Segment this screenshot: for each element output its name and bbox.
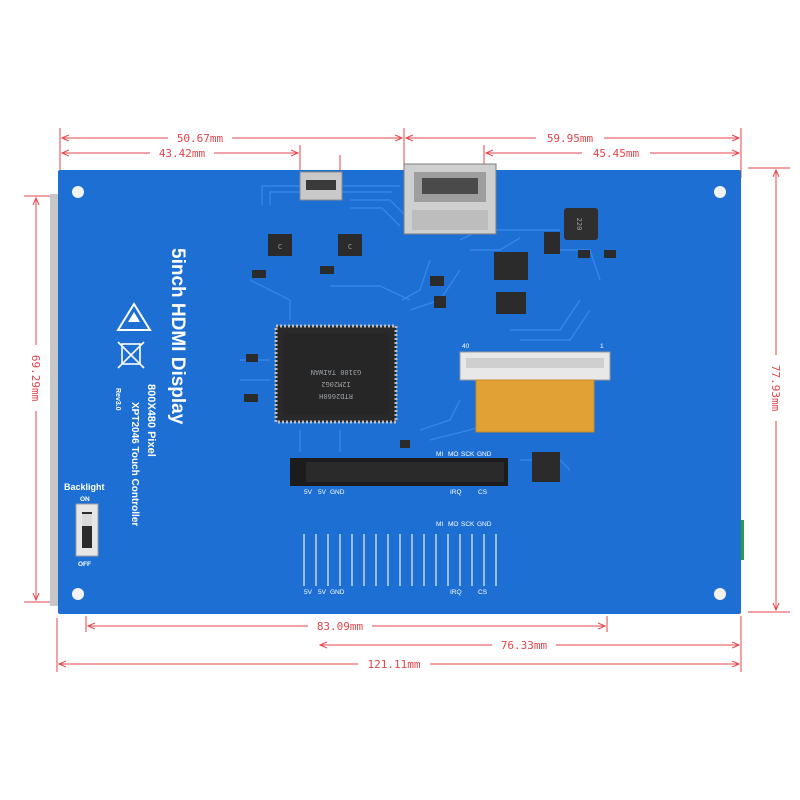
dim-bottom-total: 121.11mm [368,658,421,671]
fpc-pin-left-label: 40 [462,343,470,350]
svg-text:CS: CS [478,489,488,496]
svg-text:MO: MO [448,521,458,528]
svg-text:GND: GND [330,589,345,596]
gpio-header-labels: MI MO SCK GND 5V 5V GND IRQ CS [304,451,492,496]
switch-off-label: OFF [78,561,91,568]
backlight-switch: Backlight ON OFF [64,482,105,568]
svg-text:C: C [348,243,352,251]
board-revision: Rev3.0 [114,388,121,411]
capacitor-1: C [268,234,292,256]
svg-text:IRQ: IRQ [450,489,462,496]
dim-bottom-inner: 83.09mm [317,620,364,633]
svg-text:GND: GND [477,451,492,458]
svg-text:220: 220 [575,218,583,231]
board-resolution: 800X480 Pixel [145,384,157,457]
fpc-connector: 40 1 [459,343,611,433]
dim-left-height: 69.29mm [29,355,42,402]
mounting-holes [72,186,726,600]
dim-bottom-right: 76.33mm [501,639,548,652]
esd-warning-icon [116,302,152,331]
hdmi-port [403,163,497,235]
dim-top-inner: 43.42mm [159,147,206,160]
gpio-header [290,458,508,486]
svg-text:MI: MI [436,451,443,458]
weee-bin-icon [117,341,145,369]
svg-text:GND: GND [477,521,492,528]
svg-text:G3100 TAIWAN: G3100 TAIWAN [311,368,362,376]
svg-text:5V: 5V [304,489,313,496]
dim-top-outer: 50.67mm [177,132,224,145]
fpc-pin-right-label: 1 [600,343,604,350]
svg-text:SCK: SCK [461,521,475,528]
pcb-board [58,170,741,614]
small-components [244,232,616,482]
dim-right-height: 77.93mm [769,365,782,412]
svg-text:SCK: SCK [461,451,475,458]
board-controller: XPT2046 Touch Controller [129,402,140,526]
header-footprint [303,534,497,586]
svg-text:5V: 5V [304,589,313,596]
inductor: 220 [564,208,598,240]
svg-text:I2M20G2: I2M20G2 [321,380,351,388]
main-controller-chip: RTD2660H I2M20G2 G3100 TAIWAN [274,324,398,424]
svg-text:5V: 5V [318,589,327,596]
capacitor-2: C [338,234,362,256]
board-title: 5inch HDMI Display [167,248,188,425]
svg-text:C: C [278,243,282,251]
header-footprint-labels: MI MO SCK GND 5V 5V GND IRQ CS [304,521,492,596]
display-panel-edge [50,194,60,606]
dim-top-right-outer: 59.95mm [547,132,594,145]
svg-text:GND: GND [330,489,345,496]
board-silkscreen-text: 5inch HDMI Display 800X480 Pixel XPT2046… [114,248,188,526]
backlight-label: Backlight [64,482,105,492]
dim-top-right-inner: 45.45mm [593,147,640,160]
micro-usb-port [299,171,343,201]
svg-text:RTD2660H: RTD2660H [319,392,353,400]
svg-text:5V: 5V [318,489,327,496]
svg-text:MI: MI [436,521,443,528]
svg-text:IRQ: IRQ [450,589,462,596]
svg-text:CS: CS [478,589,488,596]
svg-text:MO: MO [448,451,458,458]
switch-on-label: ON [80,496,90,503]
